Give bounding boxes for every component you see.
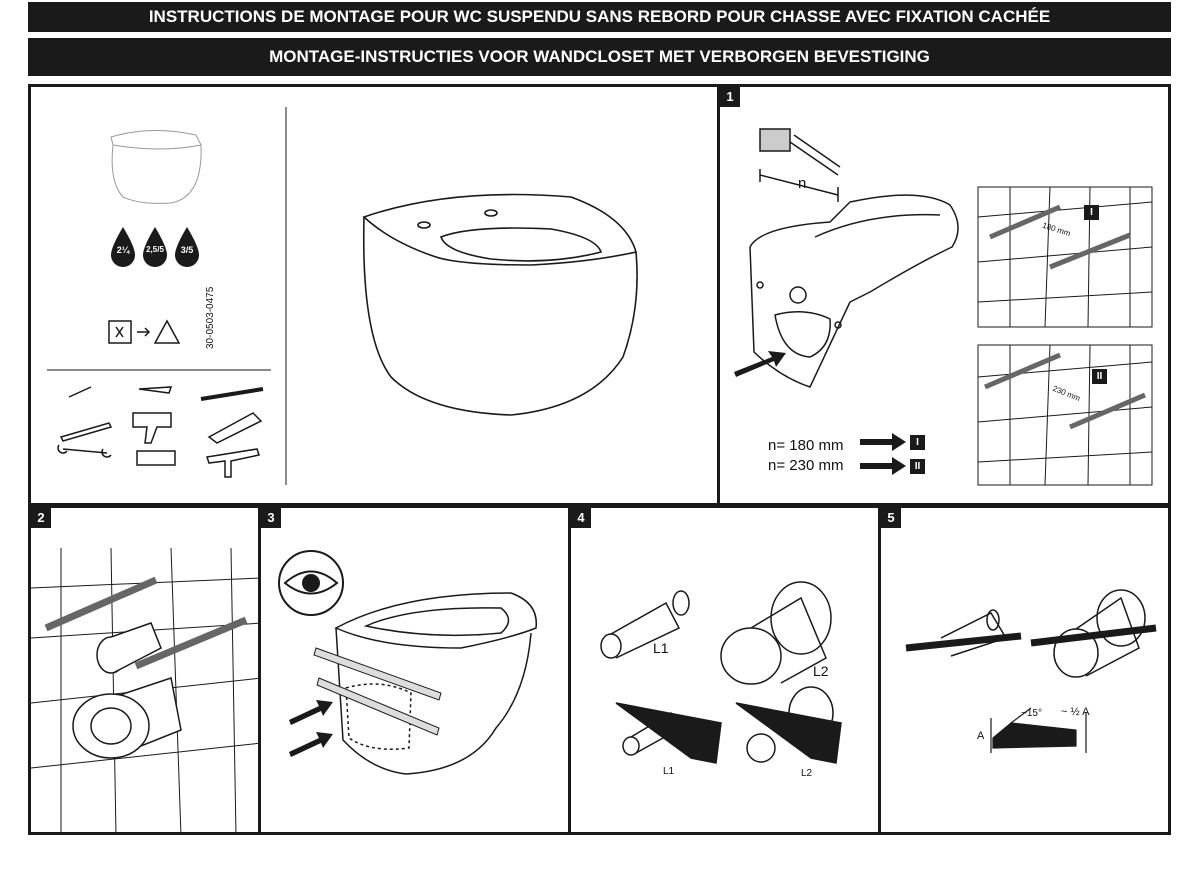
connector-pipe-icon xyxy=(96,622,162,674)
step2-drawing xyxy=(31,547,258,832)
sleeve-rod-icon xyxy=(1030,589,1157,678)
threaded-rod-icon xyxy=(44,576,158,632)
step4-number: 4 xyxy=(571,508,591,528)
utility-knife-icon xyxy=(138,386,173,394)
option-II-badge: II xyxy=(910,459,925,474)
step3-drawing xyxy=(278,550,538,775)
overview-panel: 2¼ 2,5/5 3/5 30-0503-0475 xyxy=(28,84,720,506)
title-dutch-text: MONTAGE-INSTRUCTIES VOOR WANDCLOSET MET … xyxy=(269,47,930,66)
silicone-gun-icon xyxy=(206,448,260,478)
arrows-icons xyxy=(289,700,333,757)
step2-number: 2 xyxy=(31,508,51,528)
option-230-text: n= 230 mm xyxy=(768,457,844,474)
outlet-sleeve-icon xyxy=(72,677,182,759)
option-I-badge: I xyxy=(910,435,925,450)
eye-icon xyxy=(278,550,344,616)
small-toilet-icon xyxy=(110,130,202,204)
detail-I-badge: I xyxy=(1084,205,1099,220)
saw-L1-icon xyxy=(615,702,722,764)
flush-label-3: 3/5 xyxy=(180,245,194,255)
toilet-back-drawing xyxy=(749,194,959,388)
article-code: 30-0503-0475 xyxy=(205,286,216,349)
step2-panel: 2 xyxy=(28,505,261,835)
large-toilet-drawing xyxy=(362,193,638,416)
tape-measure-icon xyxy=(759,128,841,202)
chamfer-diagram xyxy=(990,707,1087,753)
pipe-rod-icon xyxy=(905,609,1022,657)
title-dutch: MONTAGE-INSTRUCTIES VOOR WANDCLOSET MET … xyxy=(28,38,1171,76)
step4-panel: 4 L1 L2 L1 L2 xyxy=(568,505,881,835)
label-L1-top: L1 xyxy=(653,640,669,656)
title-french: INSTRUCTIONS DE MONTAGE POUR WC SUSPENDU… xyxy=(28,2,1171,32)
saw-L2-icon xyxy=(735,686,842,764)
label-L1-bottom: L1 xyxy=(663,766,675,777)
option-180-text: n= 180 mm xyxy=(768,437,844,454)
spirit-level-icon xyxy=(59,422,113,442)
handle-with-care-icon xyxy=(108,319,181,344)
tape-measure-icon xyxy=(136,450,176,466)
flush-drop-icons xyxy=(111,227,199,267)
tool-icons xyxy=(57,386,264,478)
step5-panel: 5 ~15° ~ ½ A A xyxy=(878,505,1171,835)
sleeve-L2-icon xyxy=(720,581,832,685)
saw-icon xyxy=(207,412,263,444)
step3-panel: 3 xyxy=(258,505,571,835)
arrows-icons xyxy=(860,433,906,475)
flush-label-2: 2,5/5 xyxy=(146,245,164,254)
angle-label: ~15° xyxy=(1021,708,1042,719)
step5-number: 5 xyxy=(881,508,901,528)
step1-panel: 1 xyxy=(717,84,1171,506)
detail-I-drawing xyxy=(977,186,1153,328)
label-L2-bottom: L2 xyxy=(801,768,813,779)
step1-number: 1 xyxy=(720,87,740,107)
detail-II-badge: II xyxy=(1092,369,1107,384)
threaded-rod-icon-2 xyxy=(134,616,248,670)
a-label: A xyxy=(977,730,985,742)
drill-bit-icon xyxy=(200,387,264,401)
detail-II-drawing xyxy=(977,344,1153,486)
toilet-side-drawing xyxy=(334,592,538,775)
step1-drawing xyxy=(734,128,1153,486)
wrench-icon xyxy=(57,444,112,458)
flush-label-1: 2¼ xyxy=(116,245,130,255)
rod-bars xyxy=(313,647,442,736)
half-a-label: ~ ½ A xyxy=(1061,706,1090,718)
step3-number: 3 xyxy=(261,508,281,528)
label-L2-top: L2 xyxy=(813,663,829,679)
step4-drawing xyxy=(600,581,842,764)
pencil-icon xyxy=(68,386,92,398)
drill-icon xyxy=(132,412,172,444)
arrow-icon xyxy=(734,351,786,377)
pipe-L1-icon xyxy=(600,590,690,659)
overview-drawing xyxy=(47,107,638,485)
step5-drawing xyxy=(905,589,1157,753)
dimension-n-label: n xyxy=(798,175,807,192)
